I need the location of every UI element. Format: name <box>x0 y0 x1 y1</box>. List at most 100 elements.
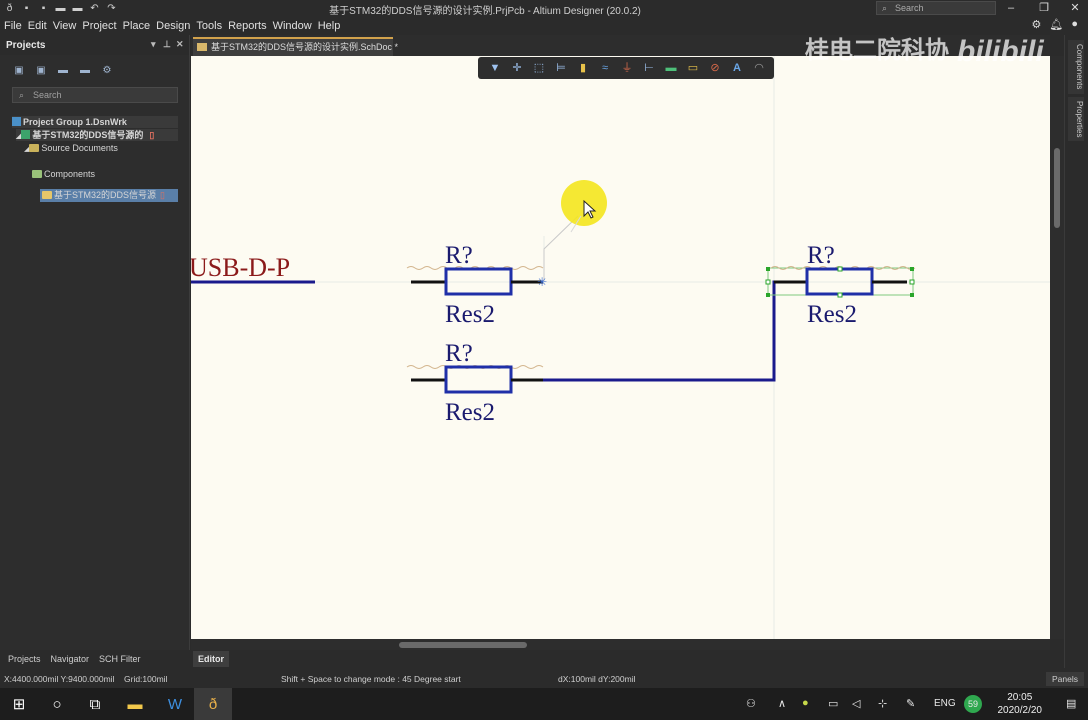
cortana-search-icon[interactable]: ○ <box>52 695 62 713</box>
task-view-icon[interactable]: ⧉ <box>89 695 101 713</box>
properties-panel-tab[interactable]: Properties <box>1068 97 1084 141</box>
menu-view[interactable]: View <box>52 20 77 32</box>
compile-icon[interactable]: ▣ <box>36 65 46 76</box>
tray-app-icon[interactable]: ● <box>802 697 809 709</box>
people-icon[interactable]: ⚇ <box>746 698 756 710</box>
save-project-icon[interactable]: ▣ <box>14 65 24 76</box>
selection-handle[interactable] <box>910 293 914 297</box>
expand-arrow-icon[interactable]: ◢ <box>16 133 22 140</box>
selection-handle[interactable] <box>765 279 771 285</box>
vertical-scroll-thumb[interactable] <box>1054 148 1060 228</box>
network-icon[interactable]: ⊹ <box>878 698 888 710</box>
undo-icon[interactable]: ↶ <box>90 3 99 14</box>
language-indicator[interactable]: ENG <box>934 698 956 709</box>
place-part-icon[interactable]: ▮ <box>579 62 587 74</box>
tree-project-group[interactable]: Project Group 1.DsnWrk <box>12 116 178 128</box>
selection-handle[interactable] <box>766 293 770 297</box>
menu-design[interactable]: Design <box>156 20 191 32</box>
menu-reports[interactable]: Reports <box>228 20 267 32</box>
menu-tools[interactable]: Tools <box>196 20 223 32</box>
notifications-icon[interactable]: 🔔︎ <box>1049 19 1064 31</box>
menu-window[interactable]: Window <box>272 20 312 32</box>
filter-icon[interactable]: ▼ <box>489 62 501 74</box>
place-power-icon[interactable]: ⏚ <box>621 62 633 74</box>
wire-preview <box>543 215 579 282</box>
open-icon[interactable]: ▬ <box>55 3 66 14</box>
altium-designer-taskbar-icon[interactable]: ð <box>194 688 232 720</box>
tree-schematic-document[interactable]: 基于STM32的DDS信号源▯ <box>40 189 178 202</box>
save-all-icon[interactable]: ▪ <box>41 3 46 14</box>
selection-handle[interactable] <box>766 267 770 271</box>
place-text-icon[interactable]: A <box>733 62 741 74</box>
horizontal-scroll-thumb[interactable] <box>399 642 527 648</box>
place-port-icon[interactable]: ⊢ <box>644 62 654 74</box>
document-tab-label: 基于STM32的DDS信号源的设计实例.SchDoc * <box>211 42 399 52</box>
selection-handle[interactable] <box>837 292 843 298</box>
restore-button[interactable]: ❐ <box>1039 2 1049 14</box>
select-region-icon[interactable]: ⬚ <box>533 62 545 74</box>
battery-icon[interactable]: ▭ <box>828 698 839 710</box>
panel-pin-icon[interactable]: ⊥ <box>163 39 171 49</box>
menu-edit[interactable]: Edit <box>27 20 47 32</box>
tree-components[interactable]: Components <box>32 168 95 180</box>
close-button[interactable]: ✕ <box>1070 2 1080 14</box>
menu-help[interactable]: Help <box>317 20 341 32</box>
panel-close-icon[interactable]: ✕ <box>176 39 184 49</box>
place-sheet-icon[interactable]: ▬ <box>665 62 677 74</box>
selection-handle[interactable] <box>837 266 843 272</box>
windows-start-icon[interactable]: ⊞ <box>12 696 26 713</box>
place-arc-icon[interactable]: ◠ <box>754 62 764 74</box>
file-explorer-icon[interactable]: ▬ <box>127 695 143 713</box>
vertical-scrollbar[interactable] <box>1050 56 1064 639</box>
pen-icon[interactable]: ✎ <box>906 698 916 710</box>
projects-search-placeholder: Search <box>33 90 62 100</box>
tray-badge[interactable]: 59 <box>964 695 982 713</box>
add-folder-icon[interactable]: ▬ <box>80 65 90 76</box>
schematic-doc-icon <box>42 191 52 199</box>
clock[interactable]: 20:05 2020/2/20 <box>998 691 1043 717</box>
place-directive-icon[interactable]: ⊘ <box>710 62 720 74</box>
window-title: 基于STM32的DDS信号源的设计实例.PrjPcb - Altium Desi… <box>329 6 641 17</box>
tree-source-documents[interactable]: ◢Source Documents <box>24 142 118 154</box>
menu-place[interactable]: Place <box>122 20 151 32</box>
net-label[interactable]: USB-D-P <box>191 253 290 282</box>
tree-project[interactable]: ◢基于STM32的DDS信号源的▯ <box>16 129 178 141</box>
resistor-r3[interactable]: R? Res2 <box>765 242 916 328</box>
save-icon[interactable]: ▪ <box>24 3 29 14</box>
schematic-canvas[interactable]: USB-D-P R? Res2 R? Res2 <box>191 56 1050 639</box>
resistor-r1[interactable]: R? Res2 <box>406 242 544 328</box>
place-netlabel-icon[interactable]: ▭ <box>687 62 699 74</box>
tab-sch-filter[interactable]: SCH Filter <box>99 654 141 664</box>
wps-writer-icon[interactable]: W <box>167 695 183 713</box>
notification-center-icon[interactable]: ▤ <box>1066 698 1077 710</box>
top-search-input[interactable]: ⌕ Search <box>876 1 996 15</box>
tab-projects[interactable]: Projects <box>8 654 41 664</box>
panel-menu-icon[interactable]: ▾ <box>151 39 156 49</box>
menu-project[interactable]: Project <box>82 20 117 32</box>
move-icon[interactable]: ✛ <box>512 62 522 74</box>
tab-navigator[interactable]: Navigator <box>50 654 90 664</box>
projects-search-input[interactable]: ⌕ Search <box>12 87 178 103</box>
settings-gear-icon[interactable]: ⚙ <box>1031 19 1042 31</box>
minimize-button[interactable]: – <box>1007 2 1015 14</box>
user-account-icon[interactable]: ● <box>1071 18 1078 30</box>
redo-icon[interactable]: ↷ <box>107 3 116 14</box>
volume-icon[interactable]: ◁ <box>852 698 861 710</box>
projects-panel-title: Projects <box>6 39 46 51</box>
menu-file[interactable]: File <box>4 20 22 32</box>
project-settings-icon[interactable]: ⚙ <box>102 65 112 76</box>
resistor-r2[interactable]: R? Res2 <box>406 340 544 426</box>
selection-handle[interactable] <box>909 279 915 285</box>
open-folder-icon[interactable]: ▬ <box>58 65 68 76</box>
align-icon[interactable]: ⊨ <box>556 62 566 74</box>
horizontal-scrollbar[interactable] <box>191 639 1050 650</box>
expand-arrow-icon[interactable]: ◢ <box>24 146 30 153</box>
selection-handle[interactable] <box>910 267 914 271</box>
place-wire-icon[interactable]: ≈ <box>601 62 609 74</box>
open-project-icon[interactable]: ▬ <box>72 3 83 14</box>
components-panel-tab[interactable]: Components <box>1068 40 1084 94</box>
editor-tab[interactable]: Editor <box>193 651 229 667</box>
panels-button[interactable]: Panels <box>1046 672 1084 686</box>
document-tab[interactable]: 基于STM32的DDS信号源的设计实例.SchDoc * <box>193 37 398 56</box>
tray-expand-icon[interactable]: ∧ <box>778 698 787 710</box>
